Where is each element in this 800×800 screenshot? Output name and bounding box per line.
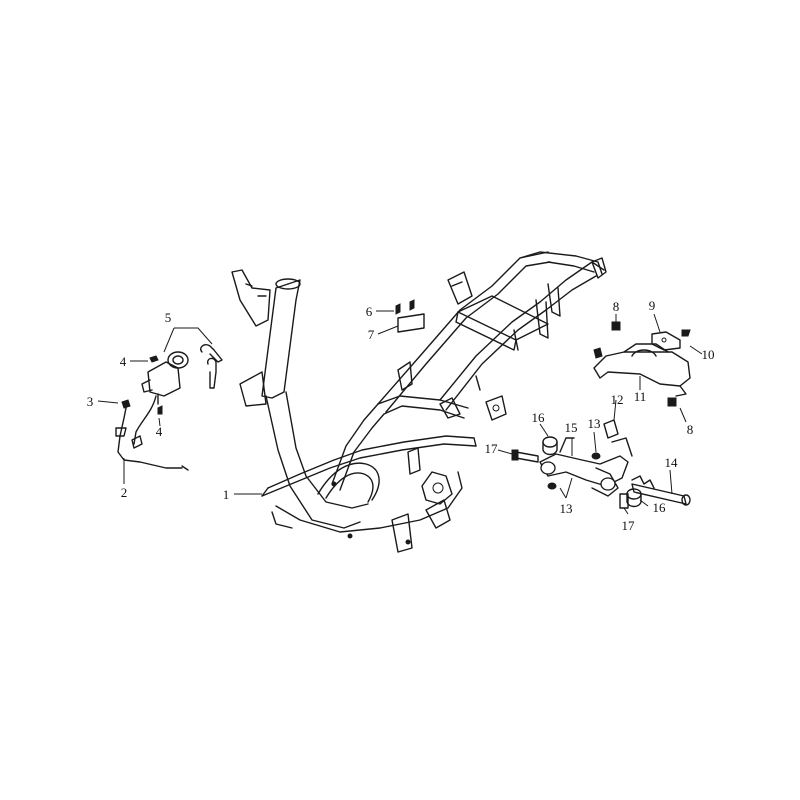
callout-12: 12 bbox=[611, 392, 624, 407]
rear-bracket-group bbox=[593, 321, 691, 407]
callout-6: 6 bbox=[366, 304, 373, 319]
callout-17-left: 17 bbox=[485, 441, 499, 456]
callout-11: 11 bbox=[634, 389, 647, 404]
callout-14: 14 bbox=[665, 455, 679, 470]
callout-4-bottom: 4 bbox=[156, 424, 163, 439]
callout-13-bottom: 13 bbox=[560, 501, 573, 516]
callout-1: 1 bbox=[223, 487, 230, 502]
main-frame bbox=[231, 251, 607, 553]
id-plate-group bbox=[395, 299, 425, 333]
callout-7: 7 bbox=[368, 327, 375, 342]
main-stand-group bbox=[511, 419, 691, 509]
ignition-switch-group bbox=[115, 343, 223, 471]
callout-10: 10 bbox=[702, 347, 715, 362]
callout-13-top: 13 bbox=[588, 416, 601, 431]
callout-16-top: 16 bbox=[532, 410, 546, 425]
callout-4-top: 4 bbox=[120, 354, 127, 369]
callout-5: 5 bbox=[165, 310, 172, 325]
callout-2: 2 bbox=[121, 485, 128, 500]
callout-labels: 1 2 3 4 4 5 6 7 8 8 9 10 11 12 13 13 14 … bbox=[87, 298, 715, 533]
callout-8-top: 8 bbox=[613, 299, 620, 314]
leader-lines bbox=[97, 310, 703, 515]
callout-8-bottom: 8 bbox=[687, 422, 694, 437]
callout-9: 9 bbox=[649, 298, 656, 313]
callout-16-bottom: 16 bbox=[653, 500, 667, 515]
callout-3: 3 bbox=[87, 394, 94, 409]
callout-15: 15 bbox=[565, 420, 578, 435]
callout-17-bottom: 17 bbox=[622, 518, 636, 533]
